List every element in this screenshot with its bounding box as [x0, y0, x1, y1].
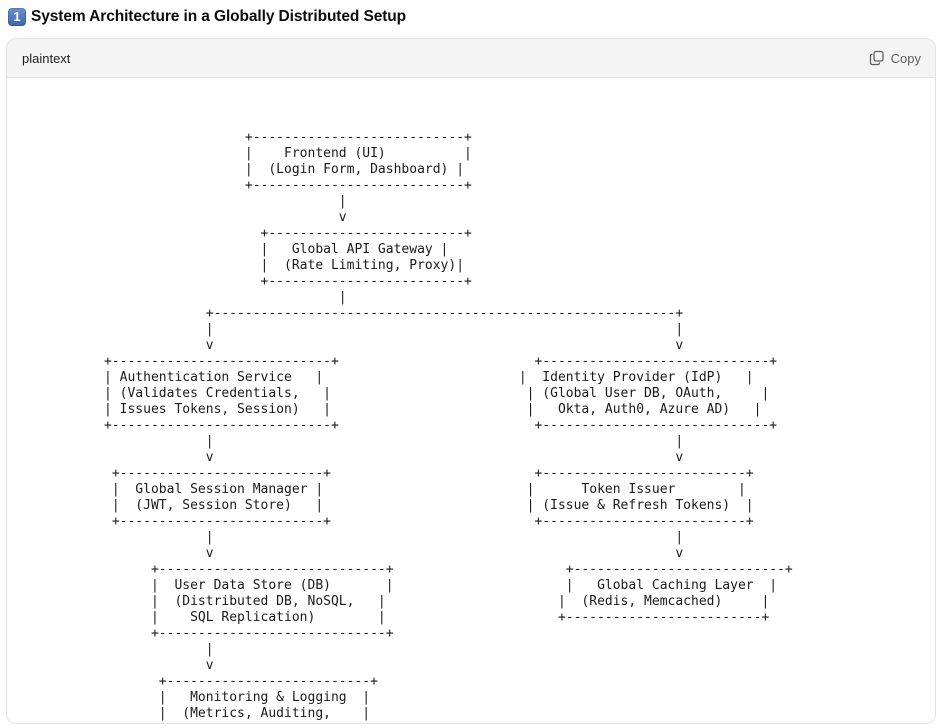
code-language-label: plaintext [22, 50, 71, 66]
copy-button-label: Copy [890, 50, 921, 66]
section-heading: 1 System Architecture in a Globally Dist… [8, 6, 406, 28]
copy-button[interactable]: Copy [869, 50, 921, 66]
code-body: +---------------------------+ | Frontend… [7, 78, 935, 723]
code-block-header: plaintext Copy [7, 39, 935, 78]
number-one-badge-icon: 1 [8, 8, 26, 26]
code-block: plaintext Copy +------------------------… [6, 38, 936, 724]
copy-icon [869, 50, 885, 66]
section-title: System Architecture in a Globally Distri… [31, 8, 407, 25]
architecture-diagram-text: +---------------------------+ | Frontend… [104, 130, 793, 723]
